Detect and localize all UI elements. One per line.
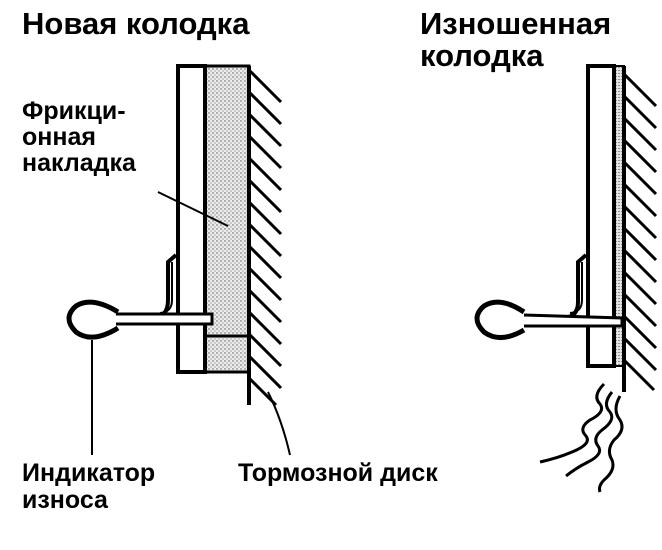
new-wear-indicator-tongue — [116, 312, 214, 326]
new-brake-disc-hatching — [247, 68, 283, 407]
worn-wear-indicator-tongue — [523, 313, 624, 328]
worn-pad-assembly — [474, 64, 658, 493]
wear-indicator-label-line2: износа — [22, 486, 108, 514]
wear-indicator-label-line1: Индикатор — [22, 459, 156, 487]
new-pad-assembly — [66, 64, 291, 456]
new-wear-indicator-clip — [116, 253, 178, 320]
brake-disc-label: Тормозной диск — [238, 459, 438, 487]
worn-pad-title-line2: колодка — [420, 38, 544, 73]
brake-disc-leader — [267, 391, 291, 456]
new-pad-title: Новая колодка — [22, 6, 250, 41]
worn-brake-disc-hatching — [622, 72, 658, 392]
new-wear-indicator-loop — [66, 299, 120, 340]
friction-lining-label-line1: Фрикци- — [22, 97, 126, 125]
squeal-noise-lines — [539, 382, 624, 493]
worn-pad-title-line1: Изношенная — [420, 6, 612, 41]
friction-lining-label-line3: накладка — [22, 149, 136, 177]
friction-lining-label-line2: онная — [22, 123, 96, 151]
worn-wear-indicator-loop — [474, 299, 526, 340]
friction-lining-leader — [157, 191, 229, 227]
worn-wear-indicator-clip — [524, 253, 588, 320]
new-backing-plate — [176, 64, 207, 374]
